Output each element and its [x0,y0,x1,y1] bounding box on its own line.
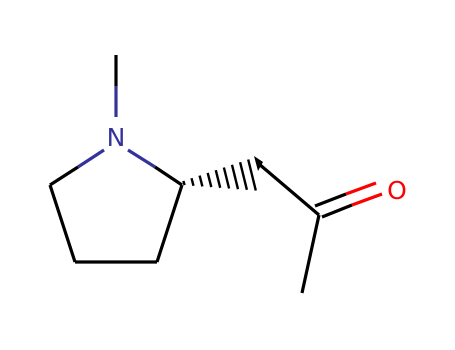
bond-n-c2-colored [127,148,156,169]
bond-carbonyl-methyl [300,214,321,294]
bond-ch2-carbonyl [257,162,321,217]
hashed-wedge-bond [182,156,263,191]
bond-c5-c4 [48,184,77,263]
bond-co-outer-red [345,181,377,196]
atom-label-oxygen: O [387,176,407,205]
bond-co-inner-red [351,192,383,207]
bond-co-outer-black [314,192,347,208]
bond-co-inner-black [321,203,353,219]
bond-n-c2 [154,165,183,187]
bond-c3-c2 [155,184,184,263]
bond-n-c5 [49,165,79,187]
bond-n-c5-colored [77,148,105,169]
atom-label-nitrogen: N [107,123,126,152]
